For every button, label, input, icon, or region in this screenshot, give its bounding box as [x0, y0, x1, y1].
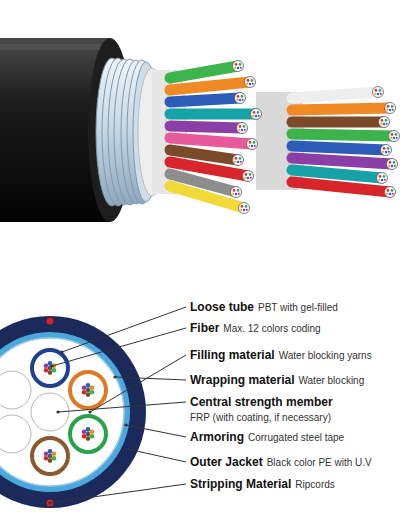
loose-tubes-3d [292, 117, 384, 128]
loose-tubes-3d [170, 98, 240, 102]
fiber-tips-3d [251, 109, 262, 120]
part-name: Outer Jacket [190, 454, 263, 470]
part-name: Loose tube [190, 299, 254, 315]
fiber-tips-3d [239, 203, 250, 214]
cable-cross-section [47, 318, 54, 325]
cable-cross-section [0, 371, 31, 409]
leader-line [124, 423, 127, 426]
callout-row: Wrapping materialWater blocking [190, 372, 364, 389]
fiber-tips-3d [237, 123, 248, 134]
fiber-tips-3d [235, 93, 246, 104]
callout-row: Stripping MaterialRipcords [190, 476, 335, 493]
loose-tubes-3d [292, 146, 386, 150]
fiber-tips-3d [381, 145, 392, 156]
leader-line [60, 350, 63, 353]
leader-line [50, 364, 53, 367]
callout-row: ArmoringCorrugated steel tape [190, 429, 344, 446]
cable-cross-section [32, 438, 68, 474]
part-spec: Ripcords [295, 477, 334, 493]
leader-line [58, 402, 186, 412]
fiber-tips-3d [233, 61, 244, 72]
cable-cross-section [44, 449, 57, 463]
loose-tubes-3d [292, 134, 394, 136]
part-name: Stripping Material [190, 476, 291, 492]
part-spec: PBT with gel-filled [258, 300, 338, 316]
part-name: Wrapping material [190, 372, 294, 388]
cable-cross-section [70, 416, 106, 452]
loose-tubes-3d [170, 126, 242, 128]
leader-line [88, 410, 91, 413]
fiber-tips-3d [245, 77, 256, 88]
fiber-tips-3d [377, 173, 388, 184]
leader-line [115, 377, 186, 380]
part-spec: Black color PE with U.V [267, 455, 372, 471]
part-name: Fiber [190, 320, 219, 336]
leader-line [48, 307, 186, 505]
part-spec: Water blocking yarns [279, 348, 372, 364]
leader-line [52, 328, 186, 366]
loose-tubes-3d [170, 66, 256, 208]
callout-row: Central strength member [190, 394, 333, 410]
loose-tubes-3d [170, 186, 244, 208]
loose-tubes-3d [292, 170, 382, 178]
fiber-tips-3d [373, 87, 384, 98]
fiber-tips-3d [387, 159, 398, 170]
part-name: Filling material [190, 347, 275, 363]
loose-tubes-3d [292, 158, 392, 164]
cable-cross-section [82, 383, 95, 397]
callout-row: FiberMax. 12 colors coding [190, 320, 321, 337]
fiber-tips-3d [233, 155, 244, 166]
leader-line [132, 450, 186, 462]
leader-line [56, 410, 59, 413]
cable-cross-section [0, 316, 146, 508]
leader-line [50, 484, 186, 503]
fiber-tips-3d [373, 87, 400, 198]
cable-cross-section [0, 415, 31, 453]
part-name: Central strength member [190, 394, 333, 410]
fiber-tips-3d [385, 103, 396, 114]
callout-row: Loose tubePBT with gel-filled [190, 299, 338, 316]
outer-jacket-3d [0, 44, 108, 50]
fiber-tips-3d [231, 61, 262, 214]
part-spec: Corrugated steel tape [248, 430, 344, 446]
callout-row: Filling materialWater blocking yarns [190, 347, 372, 364]
loose-tubes-3d [292, 182, 390, 192]
fiber-tips-3d [231, 187, 242, 198]
fiber-tips-3d [389, 131, 400, 142]
cable-cross-section [0, 316, 146, 508]
part-name: Armoring [190, 429, 244, 445]
loose-tubes-3d [292, 92, 394, 192]
cable-cross-section [82, 427, 95, 441]
loose-tubes-3d [170, 138, 252, 144]
leader-line [126, 425, 186, 437]
leader-line [48, 501, 51, 504]
loose-tubes-3d [292, 92, 378, 98]
part-spec: Max. 12 colors coding [223, 321, 320, 337]
cable-cross-section [32, 350, 68, 386]
cable-cross-section [70, 372, 106, 408]
loose-tubes-3d [292, 108, 390, 110]
leader-line [130, 448, 133, 451]
cable-cross-section [44, 361, 57, 375]
loose-tubes-3d [170, 109, 256, 120]
callout-row: Outer JacketBlack color PE with U.V [190, 454, 372, 471]
cable-cross-section [0, 332, 130, 492]
loose-tubes-3d [170, 66, 238, 78]
fiber-tips-3d [243, 171, 254, 182]
fiber-tips-3d [379, 117, 390, 128]
fiber-tips-3d [385, 187, 396, 198]
part-spec: FRP (with coating, if necessary) [190, 410, 331, 426]
loose-tubes-3d [170, 82, 250, 90]
part-spec: Water blocking [298, 373, 364, 389]
leader-line [113, 375, 116, 378]
callout-row: FRP (with coating, if necessary) [190, 410, 331, 426]
fiber-tips-3d [247, 139, 258, 150]
